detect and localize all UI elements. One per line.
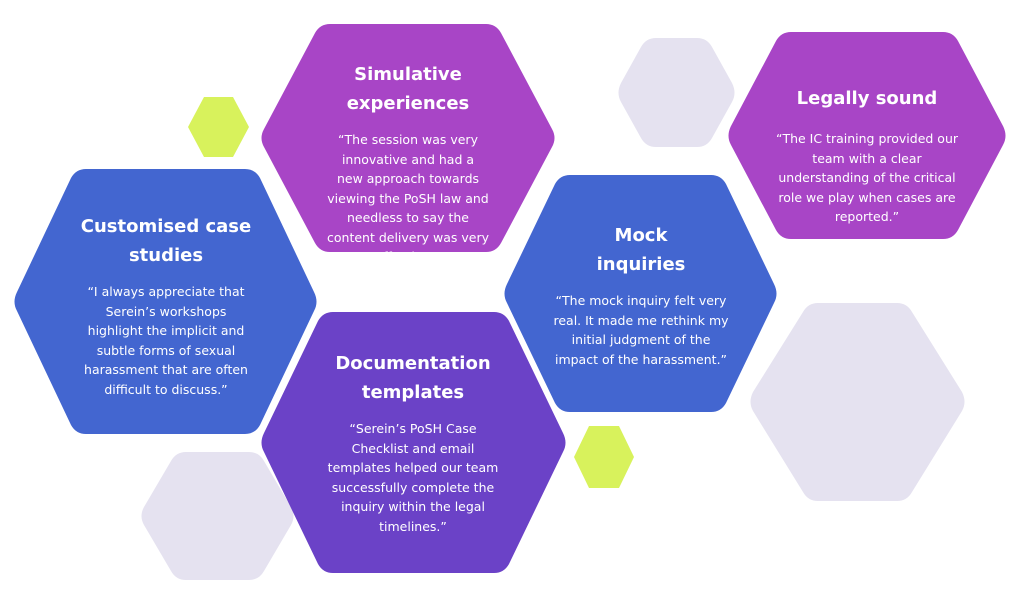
card-legal: Legally sound “The IC training provided … — [752, 84, 982, 227]
card-mock-quote-line: real. It made me rethink my — [553, 312, 729, 328]
card-docs-quote-line: timelines.” — [379, 518, 447, 534]
card-legal-quote-line: “The IC training provided our — [775, 131, 959, 146]
decor-hexagon-bottom-left — [141, 452, 294, 580]
card-mock-quote-line: impact of the harassment.” — [554, 351, 728, 367]
card-docs-title: Documentation templates — [335, 349, 490, 407]
hexagon-legal — [728, 32, 1006, 239]
card-docs-quote-line: inquiry within the legal — [341, 499, 485, 514]
card-custom-quote-line: harassment that are often — [84, 362, 248, 377]
hexagon-mock — [504, 175, 777, 412]
card-legal-quote: “The IC training provided our team with … — [776, 129, 958, 227]
card-custom-quote-line: “I always appreciate that — [87, 284, 245, 299]
card-simulative-quote-line: effective.” — [375, 249, 441, 264]
card-simulative-title-line1: Simulative — [354, 64, 462, 85]
card-simulative-quote: “The session was very innovative and had… — [327, 130, 489, 267]
card-simulative: Simulative experiences “The session was … — [288, 60, 528, 267]
card-docs-title-line1: Documentation — [335, 353, 491, 374]
card-legal-quote-line: understanding of the critical — [778, 170, 956, 185]
card-docs-quote-line: templates helped our team — [327, 460, 499, 475]
card-docs-quote-line: Checklist and email — [351, 440, 475, 456]
card-docs-quote-line: successfully complete the — [331, 479, 495, 495]
decor-hexagon-top — [618, 38, 735, 147]
card-custom-quote-line: subtle forms of sexual — [96, 342, 236, 358]
card-simulative-title-line2: experiences — [346, 93, 470, 114]
hexagon-simulative — [261, 24, 555, 252]
card-custom-quote-line: highlight the implicit and — [87, 323, 245, 338]
card-custom-quote-line: Serein’s workshops — [105, 303, 227, 319]
card-simulative-quote-line: viewing the PoSH law and — [327, 190, 489, 206]
card-legal-quote-line: reported.” — [834, 209, 900, 224]
hexagon-docs — [261, 312, 566, 573]
card-custom-title: Customised case studies — [81, 212, 251, 270]
card-simulative-quote-line: needless to say the — [347, 210, 469, 225]
card-mock-quote-line: “The mock inquiry felt very — [555, 293, 727, 308]
card-legal-title-line1: Legally sound — [796, 88, 938, 109]
card-mock-title-line1: Mock — [614, 225, 668, 246]
card-mock-title: Mock inquiries — [597, 221, 686, 279]
decor-hexagon-right — [750, 303, 965, 501]
card-mock-quote: “The mock inquiry felt very real. It mad… — [553, 291, 728, 369]
card-custom-title-line2: studies — [128, 245, 204, 266]
card-docs-quote: “Serein’s PoSH Case Checklist and email … — [328, 419, 499, 536]
card-custom-quote: “I always appreciate that Serein’s works… — [84, 282, 248, 399]
card-simulative-quote-line: content delivery was very — [327, 229, 489, 245]
card-mock-quote-line: initial judgment of the — [571, 332, 711, 347]
card-mock: Mock inquiries “The mock inquiry felt ve… — [530, 221, 752, 369]
card-simulative-quote-line: new approach towards — [336, 171, 480, 186]
card-custom-title-line1: Customised case — [80, 216, 252, 237]
card-simulative-title: Simulative experiences — [347, 60, 470, 118]
accent-hexagon-top-left — [188, 97, 249, 157]
card-docs: Documentation templates “Serein’s PoSH C… — [296, 349, 530, 536]
card-custom-quote-line: difficult to discuss.” — [104, 381, 228, 397]
card-mock-title-line2: inquiries — [596, 254, 686, 275]
accent-hexagon-bottom-center — [574, 426, 634, 488]
card-simulative-quote-line: “The session was very — [338, 132, 478, 147]
card-simulative-quote-line: innovative and had a — [341, 151, 475, 167]
hexagon-custom — [14, 169, 317, 434]
card-docs-title-line2: templates — [361, 382, 465, 403]
card-docs-quote-line: “Serein’s PoSH Case — [349, 421, 477, 436]
card-custom: Customised case studies “I always apprec… — [50, 212, 282, 399]
card-legal-title: Legally sound — [797, 84, 938, 113]
card-legal-quote-line: role we play when cases are — [778, 189, 956, 205]
card-legal-quote-line: team with a clear — [812, 150, 922, 166]
